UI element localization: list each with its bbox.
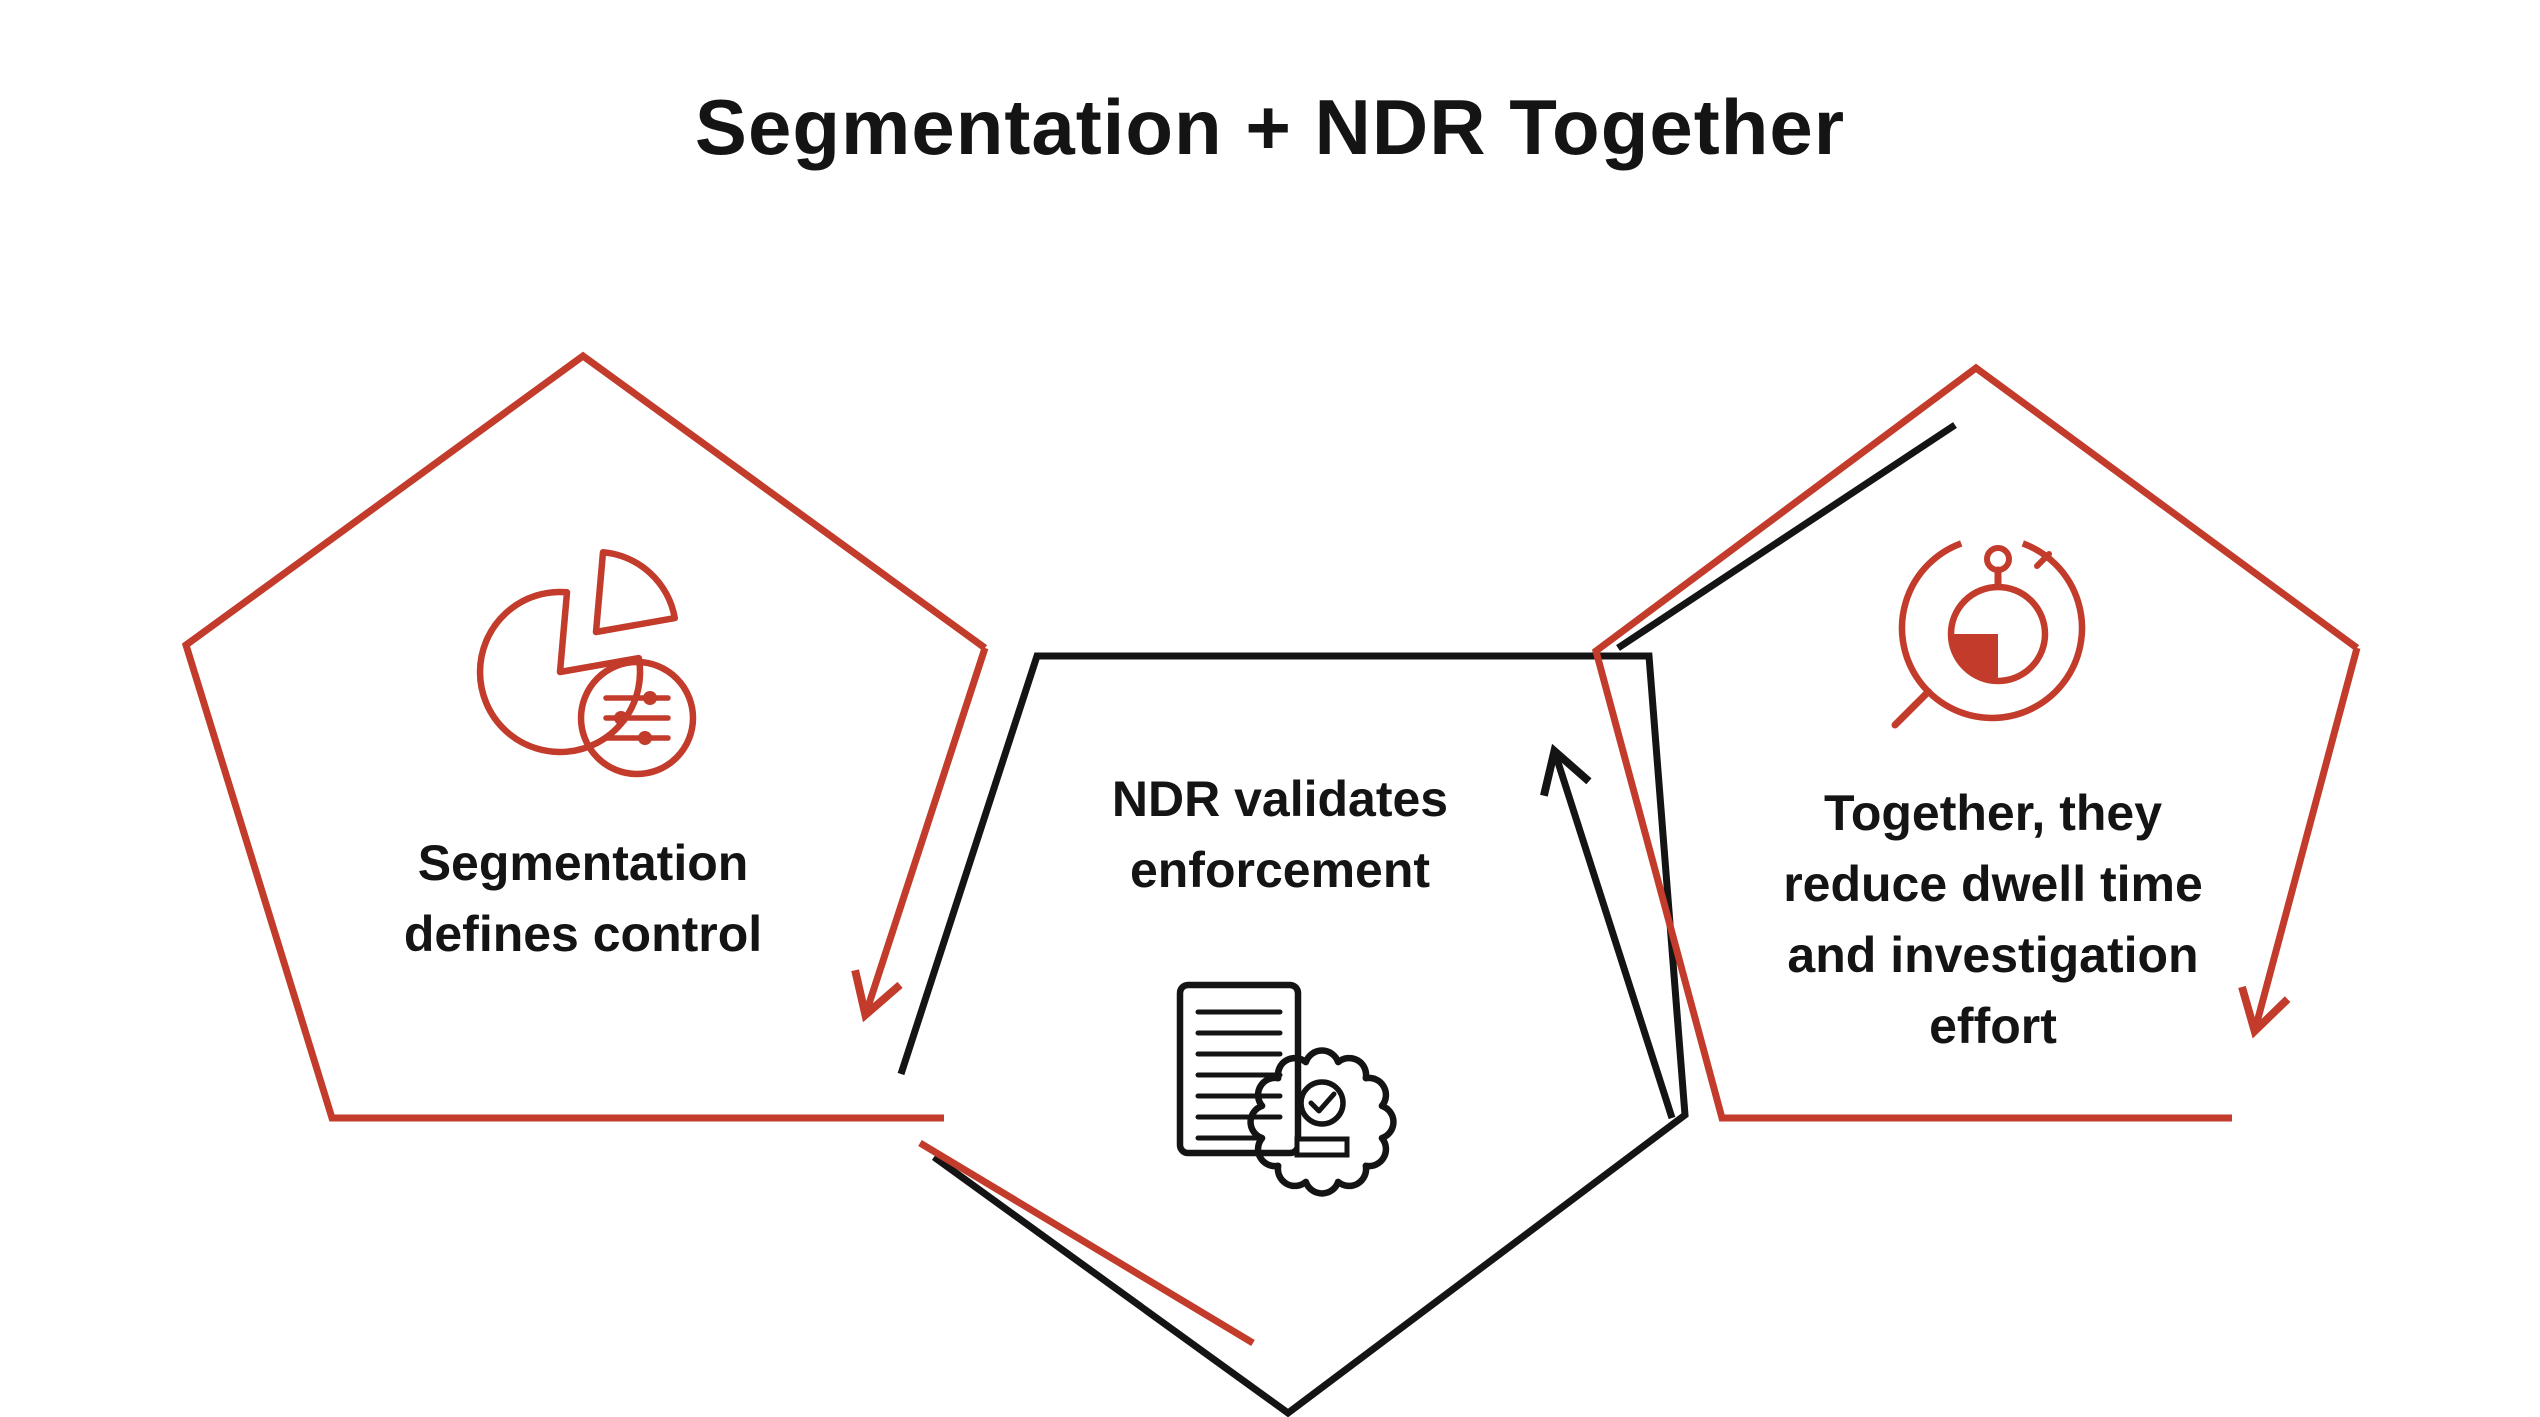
badge-check-circle — [1298, 1079, 1346, 1127]
stopwatch-crown — [1984, 545, 2012, 573]
pie-chart-sliders-icon — [476, 549, 697, 778]
label-line: defines control — [403, 906, 763, 962]
label-line: and investigation — [1787, 927, 2199, 983]
slider-knob-middle — [614, 711, 628, 725]
label-line: Together, they — [1823, 785, 2162, 841]
segmentation-pentagon-outline — [181, 351, 988, 1122]
slider-knob-top — [643, 691, 657, 705]
stopwatch-elapsed-sector — [1951, 634, 1998, 681]
segmentation-arrow — [851, 646, 989, 1023]
label-line: reduce dwell time — [1783, 856, 2203, 912]
together-label: Together, they reduce dwell time and inv… — [1633, 778, 2353, 1062]
together-black-accent-line — [1616, 422, 1957, 651]
badge-banner — [1294, 1136, 1350, 1158]
document-text-lines — [1195, 1009, 1283, 1141]
label-line: NDR validates — [1111, 771, 1449, 827]
together-arrow — [2238, 647, 2361, 1039]
sliders-circle — [577, 658, 697, 778]
ndr-label: NDR validates enforcement — [980, 764, 1580, 906]
document-badge-check-icon — [1176, 981, 1397, 1197]
diagram-title: Segmentation + NDR Together — [694, 83, 1846, 171]
segmentation-pentagon-group — [181, 351, 989, 1122]
ndr-pentagon-outline — [897, 652, 1689, 1417]
check-icon — [1308, 1091, 1337, 1114]
slider-knob-bottom — [638, 731, 652, 745]
magnifier-handle — [1891, 688, 1932, 729]
badge-rosette — [1247, 1047, 1397, 1197]
label-line: effort — [1929, 998, 2057, 1054]
label-line: enforcement — [1129, 842, 1431, 898]
document-sheet — [1176, 981, 1302, 1157]
stopwatch-side-button — [2034, 551, 2052, 569]
label-line: Segmentation — [417, 835, 749, 891]
together-pentagon-group — [1592, 363, 2361, 1122]
pie-chart-slice — [592, 549, 679, 636]
magnifier-ring — [1898, 540, 2086, 722]
ndr-red-accent-line — [918, 1139, 1255, 1347]
segmentation-label: Segmentation defines control — [253, 828, 913, 970]
ndr-pentagon-group — [897, 652, 1689, 1417]
together-pentagon-outline — [1592, 363, 2360, 1122]
pie-chart-body — [476, 588, 644, 756]
stopwatch-magnifier-icon — [1891, 540, 2086, 729]
ndr-up-arrow — [1540, 743, 1676, 1120]
